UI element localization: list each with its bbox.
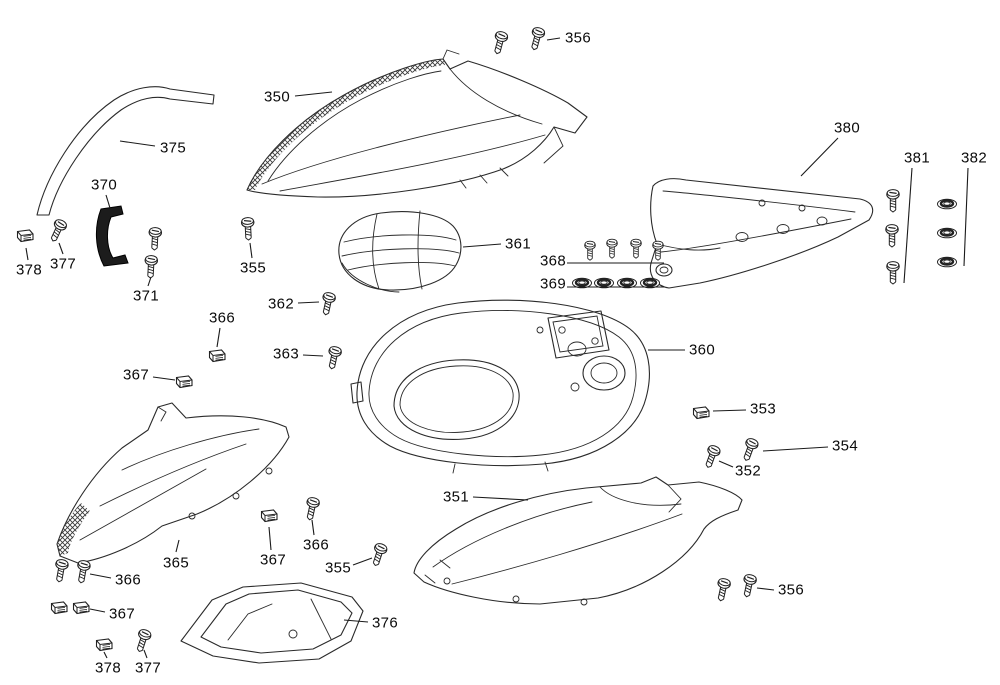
screw-icon: [46, 217, 69, 245]
leader-line: [175, 539, 180, 553]
screw-icon: [739, 436, 760, 463]
screw-icon: [302, 495, 321, 522]
leader-line: [58, 242, 64, 255]
screw-icon: [143, 254, 159, 279]
leader-line: [268, 526, 272, 551]
clip-icon: [208, 349, 226, 363]
part-361-seat-pad: [338, 210, 462, 293]
leader-line: [147, 276, 152, 287]
clip-icon: [95, 638, 113, 652]
leader-line: [216, 327, 221, 348]
part-351-right-side-cover: [413, 476, 743, 606]
screw-icon: [886, 261, 900, 285]
washer-icon: [616, 277, 638, 289]
clip-icon: [72, 601, 90, 615]
screw-icon: [713, 576, 732, 603]
leader-line: [302, 354, 324, 357]
screw-icon: [318, 290, 337, 317]
screw-icon: [527, 25, 547, 52]
leader-line: [249, 242, 253, 259]
washer-icon: [639, 277, 661, 289]
part-376-under-cover: [180, 582, 364, 664]
washer-icon: [936, 256, 958, 268]
part-380-rear-carrier: [649, 178, 874, 289]
clip-icon: [16, 229, 34, 243]
leader-line: [472, 496, 529, 501]
leader-line: [352, 557, 373, 566]
screw-icon: [240, 216, 256, 241]
leader-line: [297, 301, 320, 304]
screw-icon: [606, 238, 618, 259]
leader-line: [103, 651, 108, 659]
washer-icon: [936, 226, 958, 240]
leader-line: [712, 409, 747, 412]
screw-icon: [701, 443, 722, 470]
leader-line: [294, 91, 333, 97]
clip-icon: [50, 601, 68, 615]
washer-icon: [593, 277, 615, 289]
clip-icon: [692, 406, 710, 420]
leader-line: [152, 376, 176, 381]
screw-icon: [739, 572, 758, 599]
screw-icon: [52, 558, 70, 584]
leader-line: [89, 608, 106, 613]
leader-line: [343, 619, 369, 623]
part-365-left-side-cover: [56, 402, 290, 564]
screw-icon: [324, 344, 343, 371]
leader-line: [119, 140, 156, 147]
clip-icon: [175, 375, 193, 389]
washer-icon: [936, 197, 958, 211]
part-360-under-seat-tray: [350, 299, 650, 474]
part-350-upper-fairing: [246, 49, 588, 198]
leader-line: [105, 194, 111, 209]
leader-line: [903, 167, 913, 284]
screw-icon: [584, 240, 596, 261]
screw-icon: [74, 559, 92, 585]
leader-line: [462, 243, 502, 248]
leader-line: [546, 37, 561, 41]
leader-line: [718, 460, 734, 468]
leader-line: [800, 137, 839, 177]
part-370-bracket: [96, 205, 129, 267]
leader-line: [89, 573, 112, 579]
screw-icon: [147, 226, 163, 251]
leader-line: [143, 649, 148, 659]
leader-lines-layer: [25, 37, 969, 659]
screw-icon: [630, 238, 642, 259]
washer-icon: [571, 277, 593, 289]
screw-icon: [132, 627, 153, 654]
screw-icon: [368, 541, 389, 568]
leader-line: [756, 587, 775, 591]
screw-icon: [885, 224, 899, 248]
part-375-frame-trim: [36, 86, 215, 216]
leader-line: [25, 247, 29, 261]
leader-line: [963, 167, 969, 267]
clip-icon: [260, 509, 278, 523]
leader-line: [762, 446, 829, 452]
screw-icon: [886, 189, 900, 213]
screw-icon: [490, 29, 510, 56]
leader-line: [311, 519, 315, 536]
